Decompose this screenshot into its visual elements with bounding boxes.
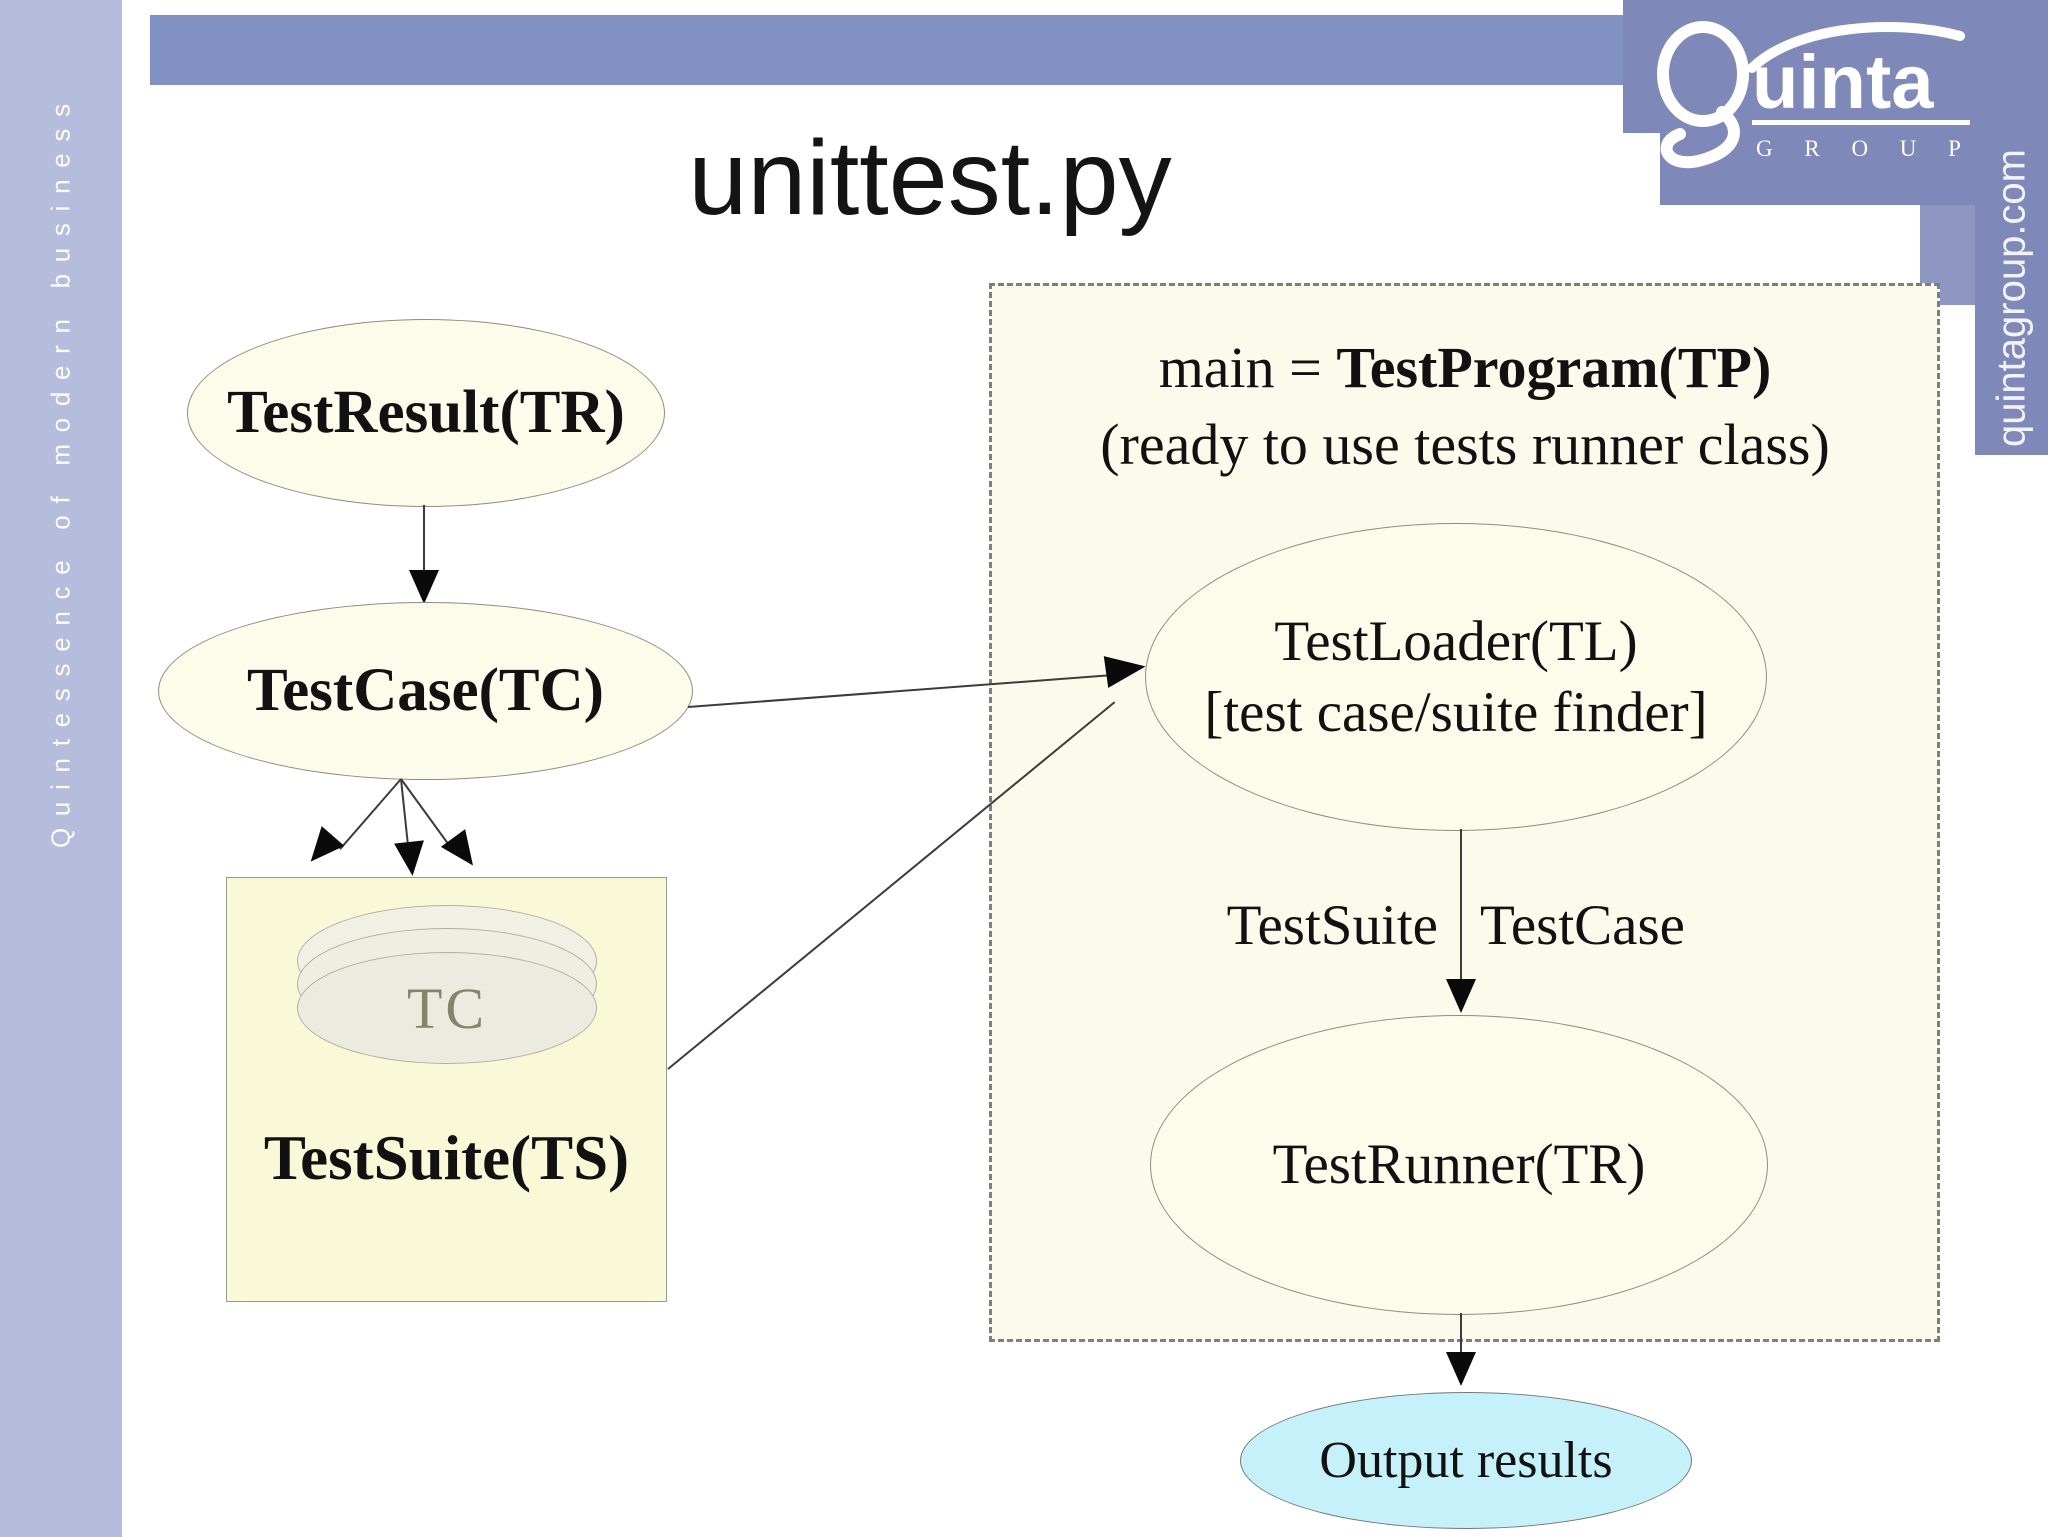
node-testcase-label: TestCase(TC) xyxy=(247,657,604,724)
edge-testcase-suite-1 xyxy=(339,778,402,850)
logo-panel-step xyxy=(1660,133,1975,205)
node-output-label: Output results xyxy=(1319,1432,1613,1489)
website-url: quintagroup.com xyxy=(1989,149,2033,447)
arrowhead-icon xyxy=(440,829,486,875)
logo-q-tail-icon xyxy=(1660,106,1740,169)
node-testcase: TestCase(TC) xyxy=(158,602,693,780)
tc-stack-label: TC xyxy=(406,975,488,1041)
logo-wordmark: uinta xyxy=(1752,40,1934,125)
logo-underline xyxy=(1752,120,1970,125)
node-testloader-line2: [test case/suite finder] xyxy=(1204,681,1708,744)
node-testloader: TestLoader(TL) [test case/suite finder] xyxy=(1145,523,1767,831)
arrowhead-icon xyxy=(299,826,345,872)
testprogram-name: TestProgram(TP) xyxy=(1336,335,1772,400)
node-testresult: TestResult(TR) xyxy=(187,319,665,507)
edge-testrunner-output xyxy=(1460,1313,1462,1355)
node-output-results: Output results xyxy=(1240,1392,1692,1529)
node-testsuite-label: TestSuite(TS) xyxy=(263,1123,630,1193)
node-testrunner: TestRunner(TR) xyxy=(1150,1015,1768,1315)
arrowhead-icon xyxy=(394,840,428,878)
edge-label-testcase: TestCase xyxy=(1480,894,1685,957)
logo-group-text: G R O U P xyxy=(1756,136,1974,161)
arrowhead-icon xyxy=(1446,979,1476,1013)
top-accent-bar xyxy=(150,15,1623,85)
edge-testresult-testcase xyxy=(423,505,425,575)
node-testresult-label: TestResult(TR) xyxy=(227,379,625,446)
arrowhead-icon xyxy=(1103,650,1148,688)
testprogram-caption: main = TestProgram(TP) (ready to use tes… xyxy=(1030,330,1900,483)
edge-testloader-testrunner xyxy=(1460,829,1462,984)
testprogram-line2: (ready to use tests runner class) xyxy=(1100,411,1830,477)
node-testrunner-label: TestRunner(TR) xyxy=(1272,1133,1646,1197)
node-testloader-line1: TestLoader(TL) xyxy=(1274,609,1638,673)
testprogram-prefix: main = xyxy=(1158,335,1337,400)
arrowhead-icon xyxy=(409,570,439,604)
testprogram-line1: main = TestProgram(TP) xyxy=(1030,330,1900,407)
brand-sidebar: Quintessence of modern business xyxy=(0,0,122,1537)
edge-label-testsuite: TestSuite xyxy=(1226,894,1438,957)
website-strip: quintagroup.com xyxy=(1975,0,2048,455)
tc-stack-ellipse-front xyxy=(297,952,597,1064)
arrowhead-icon xyxy=(1446,1352,1476,1386)
sidebar-tagline: Quintessence of modern business xyxy=(45,92,76,848)
logo-q-ring-icon xyxy=(1657,21,1749,127)
page-title: unittest.py xyxy=(688,119,1172,237)
logo-swoosh-icon xyxy=(1747,21,1965,73)
quinta-group-logo: uinta G R O U P xyxy=(1657,21,1974,169)
